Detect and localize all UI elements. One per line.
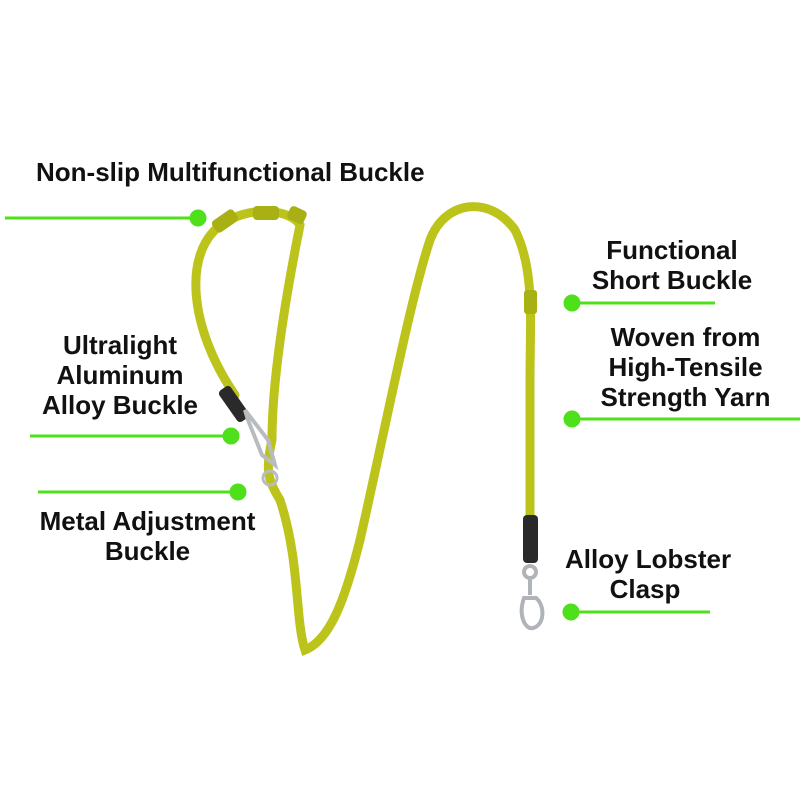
functional-short-buckle xyxy=(524,290,537,314)
lobster-clasp-icon xyxy=(519,564,545,631)
label-text: Alloy Lobster xyxy=(565,544,732,574)
label-non-slip-buckle: Non-slip Multifunctional Buckle xyxy=(36,157,425,187)
label-text: Ultralight xyxy=(62,330,178,360)
label-text: Woven from xyxy=(610,322,761,352)
non-slip-buckle-sleeves xyxy=(211,206,307,233)
label-text: Metal Adjustment xyxy=(39,506,256,536)
label-text: Non-slip Multifunctional Buckle xyxy=(36,157,425,187)
leash-rope xyxy=(191,202,536,656)
alloy-buckle-grip xyxy=(218,385,250,423)
label-text: Short Buckle xyxy=(591,265,753,295)
label-text: Functional xyxy=(606,235,738,265)
clasp-grip xyxy=(523,515,538,563)
label-text: Strength Yarn xyxy=(600,382,771,412)
callout-lines xyxy=(5,209,800,621)
label-text: Clasp xyxy=(609,574,681,604)
carabiner-icon xyxy=(243,408,279,471)
metal-adjustment-ring xyxy=(261,469,279,487)
label-text: High-Tensile xyxy=(608,352,763,382)
label-text: Alloy Buckle xyxy=(41,390,199,420)
label-text: Buckle xyxy=(104,536,191,566)
label-text: Aluminum xyxy=(56,360,184,390)
